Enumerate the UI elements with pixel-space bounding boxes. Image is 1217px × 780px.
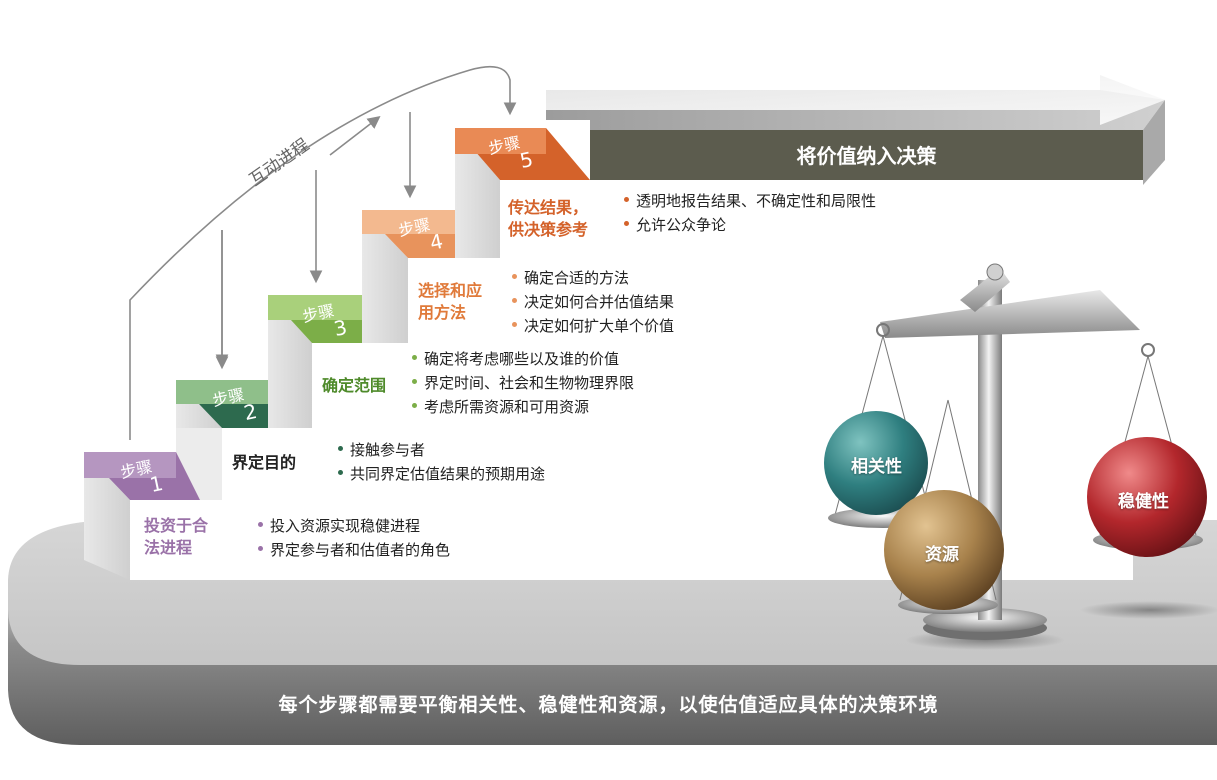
bullet-dot	[412, 403, 417, 408]
list-item: 允许公众争论	[624, 213, 876, 237]
step-5-title-line: 传达结果，	[508, 198, 589, 217]
bullet-dot	[338, 470, 343, 475]
step-4-title-line: 用方法	[418, 303, 467, 322]
bullet-dot	[258, 546, 263, 551]
bullet-text: 决定如何合并估值结果	[524, 293, 675, 311]
step-3-title: 确定范围	[322, 375, 386, 397]
bullet-text: 允许公众争论	[636, 216, 727, 234]
bullet-text: 共同界定估值结果的预期用途	[350, 465, 546, 483]
list-item: 界定时间、社会和生物物理界限	[412, 371, 634, 395]
bullet-text: 确定合适的方法	[524, 269, 630, 287]
step-5-title: 传达结果， 供决策参考	[508, 197, 588, 241]
list-item: 投入资源实现稳健进程	[258, 514, 450, 538]
list-item: 决定如何合并估值结果	[512, 290, 674, 314]
step-1-title: 投资于合 法进程	[144, 515, 208, 559]
bullet-text: 决定如何扩大单个价值	[524, 317, 675, 335]
step-3-bullets: 确定将考虑哪些以及谁的价值 界定时间、社会和生物物理界限 考虑所需资源和可用资源	[412, 347, 634, 419]
bullet-dot	[512, 298, 517, 303]
step-4-title-line: 选择和应	[418, 281, 483, 300]
list-item: 确定将考虑哪些以及谁的价值	[412, 347, 634, 371]
step-2-title: 界定目的	[232, 452, 296, 474]
list-item: 接触参与者	[338, 438, 545, 462]
step-2-title-line: 界定目的	[232, 453, 297, 472]
bullet-text: 考虑所需资源和可用资源	[424, 398, 590, 416]
bullet-dot	[338, 446, 343, 451]
step-4-bullets: 确定合适的方法 决定如何合并估值结果 决定如何扩大单个价值	[512, 266, 674, 338]
list-item: 决定如何扩大单个价值	[512, 314, 674, 338]
bullet-text: 透明地报告结果、不确定性和局限性	[636, 192, 877, 210]
bullet-dot	[512, 274, 517, 279]
step-2-bullets: 接触参与者 共同界定估值结果的预期用途	[338, 438, 545, 486]
bullet-text: 接触参与者	[350, 441, 426, 459]
bullet-dot	[412, 355, 417, 360]
list-item: 考虑所需资源和可用资源	[412, 395, 634, 419]
bullet-dot	[624, 197, 629, 202]
list-item: 共同界定估值结果的预期用途	[338, 462, 545, 486]
bullet-text: 确定将考虑哪些以及谁的价值	[424, 350, 620, 368]
bullet-dot	[624, 221, 629, 226]
bullet-dot	[512, 322, 517, 327]
step-4-title: 选择和应 用方法	[418, 280, 482, 324]
bullet-dot	[258, 522, 263, 527]
step-3-title-line: 确定范围	[322, 376, 387, 395]
list-item: 界定参与者和估值者的角色	[258, 538, 450, 562]
footer-banner-text: 每个步骤都需要平衡相关性、稳健性和资源，以使估值适应具体的决策环境	[278, 694, 939, 716]
list-item: 透明地报告结果、不确定性和局限性	[624, 189, 876, 213]
relevance-ball-label: 相关性	[851, 457, 902, 477]
bullet-text: 界定时间、社会和生物物理界限	[424, 374, 635, 392]
step-5-bullets: 透明地报告结果、不确定性和局限性 允许公众争论	[624, 189, 876, 237]
bullet-dot	[412, 379, 417, 384]
step-5-title-line: 供决策参考	[508, 220, 589, 239]
resources-ball-label: 资源	[925, 545, 959, 565]
bullet-text: 投入资源实现稳健进程	[270, 517, 421, 535]
step-1-bullets: 投入资源实现稳健进程 界定参与者和估值者的角色	[258, 514, 450, 562]
step-1-title-line: 投资于合	[144, 516, 209, 535]
arrow-title: 将价值纳入决策	[796, 144, 937, 168]
robustness-ball-label: 稳健性	[1118, 492, 1169, 512]
bullet-text: 界定参与者和估值者的角色	[270, 541, 451, 559]
list-item: 确定合适的方法	[512, 266, 674, 290]
step-1-title-line: 法进程	[144, 538, 193, 557]
